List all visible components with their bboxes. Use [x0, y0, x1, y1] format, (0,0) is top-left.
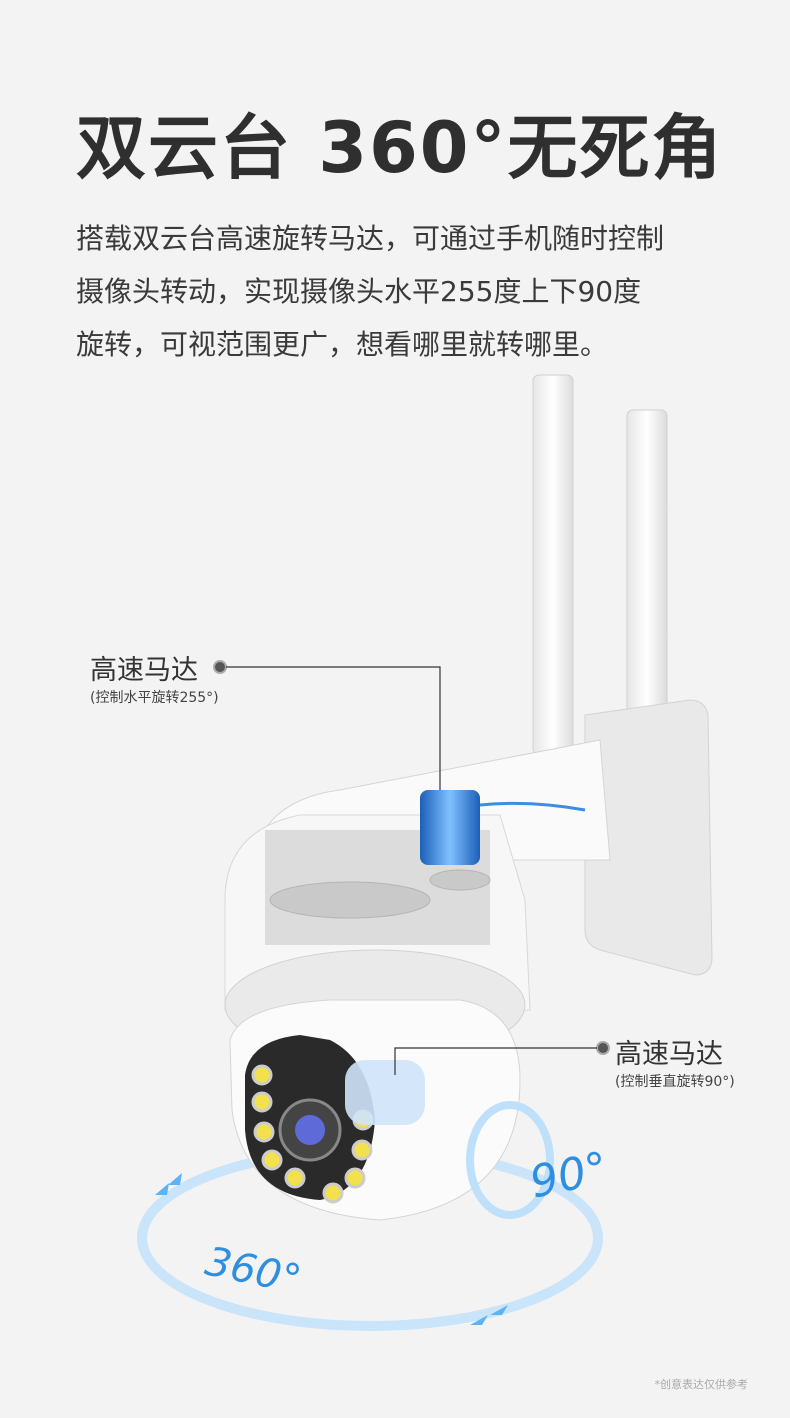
callout-dot: [596, 1041, 610, 1055]
vertical-motor: [345, 1060, 425, 1125]
callout-label: 高速马达: [615, 1039, 723, 1070]
vertical-rotation-ring: [466, 1101, 554, 1219]
horizontal-gear: [269, 881, 431, 919]
description-line: 旋转，可视范围更广，想看哪里就转哪里。: [76, 328, 609, 361]
callout-line: [226, 666, 441, 790]
rotation-arrows-icon: [155, 1173, 508, 1325]
callout-sublabel: (控制垂直旋转90°): [615, 1074, 735, 1090]
description-line: 摄像头转动，实现摄像头水平255度上下90度: [76, 275, 642, 308]
horizontal-motor-callout: 高速马达 (控制水平旋转255°): [90, 648, 219, 707]
vertical-motor-callout: 高速马达 (控制垂直旋转90°): [615, 1032, 735, 1091]
horizontal-motor: [420, 790, 480, 865]
description-line: 搭载双云台高速旋转马达，可通过手机随时控制: [76, 222, 665, 255]
antenna-left: [532, 374, 574, 756]
callout-line: [394, 1047, 597, 1075]
page-title: 双云台 360°无死角: [76, 107, 724, 189]
wall-mount: [584, 699, 713, 976]
disclaimer: *创意表达仅供参考: [654, 1378, 749, 1391]
callout-sublabel: (控制水平旋转255°): [90, 690, 219, 706]
description: 搭载双云台高速旋转马达，可通过手机随时控制 摄像头转动，实现摄像头水平255度上…: [76, 212, 664, 371]
callout-label: 高速马达: [90, 655, 198, 686]
